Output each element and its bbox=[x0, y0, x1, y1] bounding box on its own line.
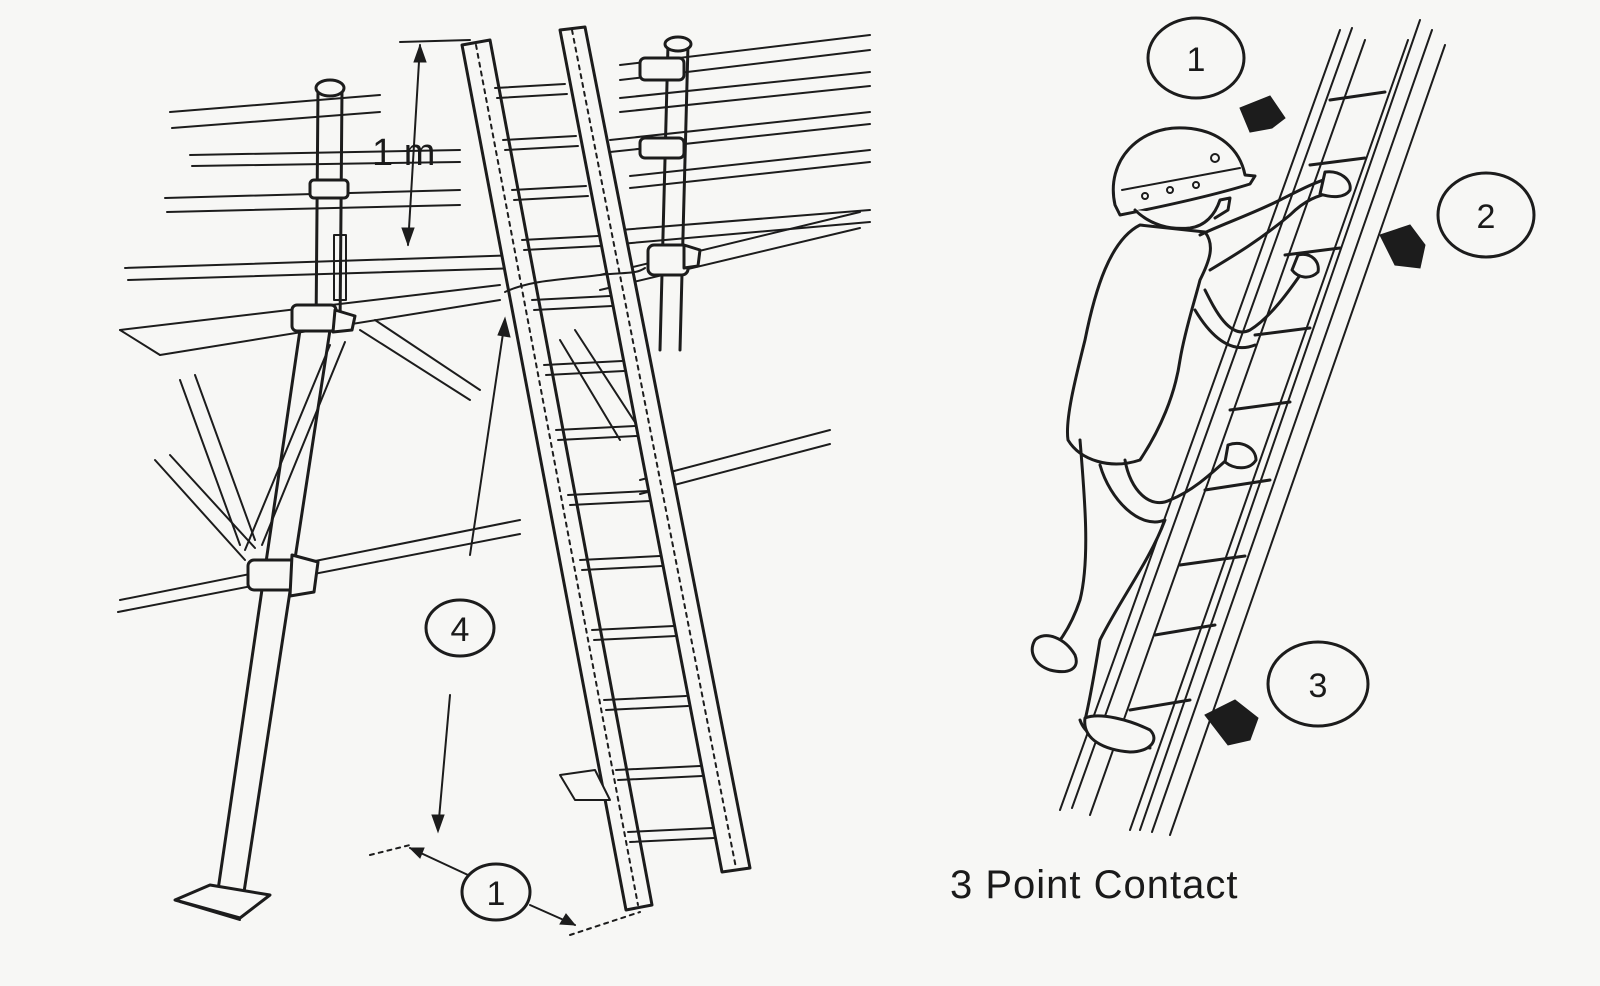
callout-4-label: 4 bbox=[451, 611, 470, 649]
height-label: 1 m bbox=[372, 132, 435, 174]
braces bbox=[117, 319, 831, 613]
callout-4: 4 bbox=[424, 316, 511, 834]
climber-person bbox=[1030, 126, 1352, 754]
scaffold-ladder[interactable] bbox=[460, 25, 752, 912]
callout-right-3: 3 bbox=[1266, 640, 1370, 728]
callout-1-left-label: 1 bbox=[487, 875, 506, 913]
arrow-hand-side-icon bbox=[1379, 224, 1426, 269]
climber-figure: 1 2 3 3 Point Contact bbox=[950, 16, 1536, 907]
contact-arrows bbox=[1204, 95, 1426, 746]
arrow-hand-top-icon bbox=[1239, 95, 1286, 133]
figure-caption: 3 Point Contact bbox=[950, 863, 1239, 907]
right-standard bbox=[638, 35, 702, 352]
climbing-ladder-rungs bbox=[1128, 90, 1387, 712]
scaffold-figure: 1 m 4 1 bbox=[117, 25, 871, 936]
climbing-ladder[interactable] bbox=[1059, 19, 1446, 836]
ladder-foot-shadow bbox=[559, 769, 611, 801]
left-standard bbox=[216, 78, 357, 894]
base-distance-dimension: 1 bbox=[369, 844, 641, 936]
guard-rails bbox=[124, 34, 871, 281]
callout-right-2-label: 2 bbox=[1477, 198, 1496, 236]
callout-right-1: 1 bbox=[1146, 16, 1246, 100]
ladder-rungs bbox=[494, 83, 715, 843]
arrow-foot-icon bbox=[1204, 699, 1259, 746]
callout-right-1-label: 1 bbox=[1187, 41, 1206, 79]
base-plate bbox=[173, 883, 272, 921]
height-dimension bbox=[399, 39, 471, 247]
callout-right-3-label: 3 bbox=[1309, 667, 1328, 705]
callout-right-2: 2 bbox=[1436, 171, 1536, 259]
